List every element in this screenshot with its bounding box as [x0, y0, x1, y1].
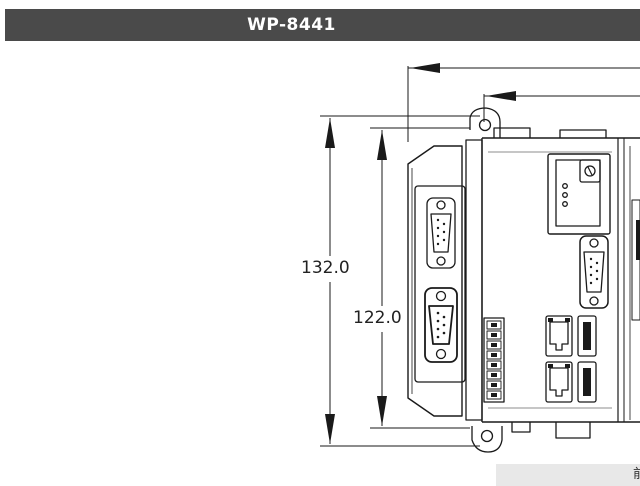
arrow-left-icon — [410, 63, 440, 73]
arrow-up-icon — [377, 130, 387, 160]
arrow-left-icon — [486, 91, 516, 101]
arrow-down-icon — [377, 396, 387, 426]
caption-bar: 前 — [496, 464, 640, 486]
mounting-ears — [469, 107, 503, 453]
db9-connector-lower-left — [424, 287, 458, 363]
title-bar: WP-8441 — [5, 9, 640, 41]
page-title: WP-8441 — [247, 15, 336, 35]
dimension-lines — [320, 63, 640, 447]
dimension-label-outer-height: 132.0 — [301, 258, 350, 278]
arrow-down-icon — [325, 414, 335, 444]
terminal-block — [483, 317, 505, 403]
module-slot-top — [547, 153, 611, 235]
device-body — [465, 127, 640, 439]
db9-connector-center — [579, 235, 609, 309]
side-connector-panel — [407, 145, 466, 417]
ethernet-usb-ports — [545, 315, 597, 403]
dimension-label-inner-height: 122.0 — [351, 308, 404, 328]
arrow-up-icon — [325, 118, 335, 148]
db9-connector-upper-left — [426, 197, 456, 269]
caption-text: 前 — [632, 467, 640, 482]
